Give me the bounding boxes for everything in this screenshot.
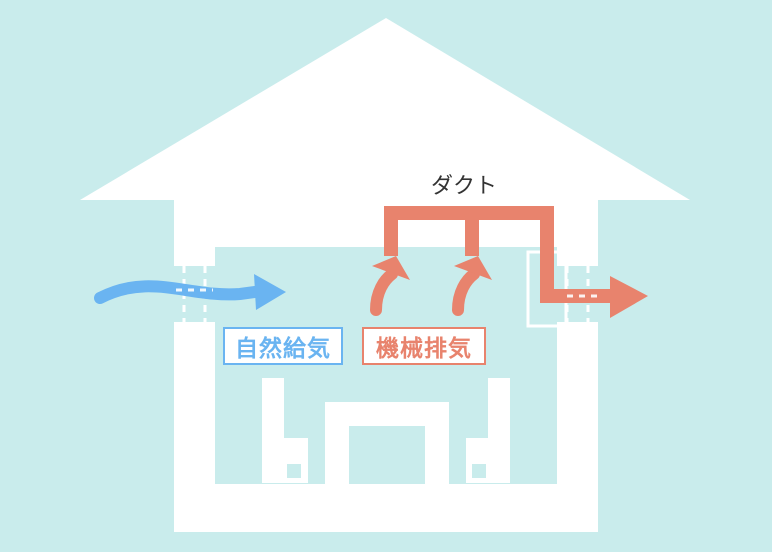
table [325,402,449,426]
natural-supply-label: 自然給気 [223,327,343,365]
supply-airflow-arrow [94,274,286,310]
duct-label: ダクト [431,174,498,199]
exhaust-intake-arrow-right [452,256,492,316]
mechanical-exhaust-label: 機械排気 [362,327,486,365]
exhaust-outlet-arrow [610,276,648,318]
furniture [262,378,510,484]
house-roof [80,18,690,200]
exhaust-intake-arrow-left [370,256,410,316]
